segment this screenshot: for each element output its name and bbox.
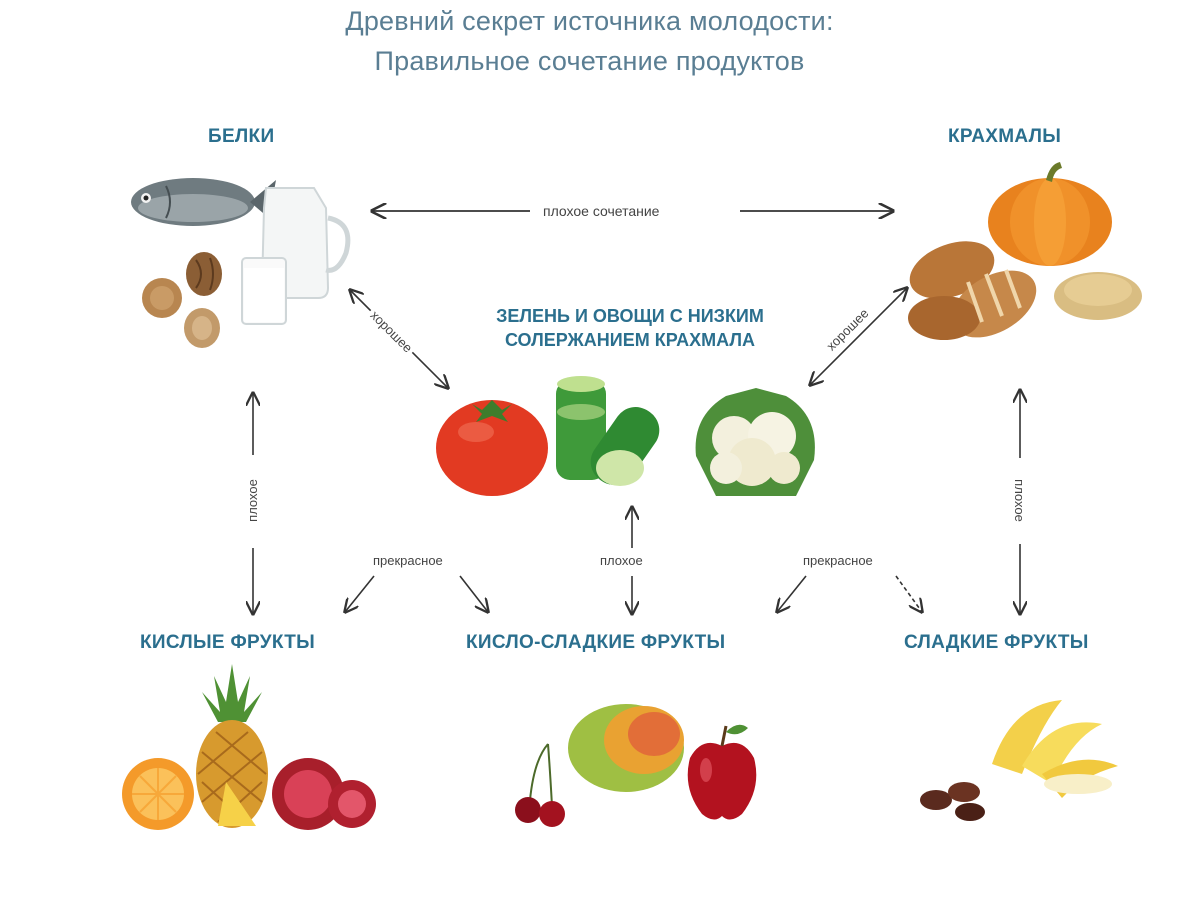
category-sweet-fruits: СЛАДКИЕ ФРУКТЫ xyxy=(904,632,1089,653)
cherries-icon xyxy=(515,743,565,827)
category-starches: КРАХМАЛЫ xyxy=(948,126,1062,147)
category-greens-line-2: СОЛЕРЖАНИЕМ КРАХМАЛА xyxy=(505,330,755,350)
category-sour-fruits: КИСЛЫЕ ФРУКТЫ xyxy=(140,632,316,653)
label-proteins-sour: плохое xyxy=(244,476,260,525)
milk-jug-icon xyxy=(241,187,351,325)
arrow-starches-greens xyxy=(810,288,907,385)
title-line-2: Правильное сочетание продуктов xyxy=(374,46,805,76)
bread-icon xyxy=(908,241,1037,340)
nuts-icon xyxy=(142,252,222,348)
banana-icon xyxy=(992,700,1118,798)
fish-icon xyxy=(131,178,276,226)
tomato-icon xyxy=(436,400,548,496)
pineapple-icon xyxy=(196,664,268,828)
label-excellent-right: прекрасное xyxy=(800,553,876,568)
category-greens-line-1: ЗЕЛЕНЬ И ОВОЩИ С НИЗКИМ xyxy=(496,306,764,326)
apple-icon xyxy=(687,724,757,820)
dates-icon xyxy=(920,782,985,821)
arrow-excellent-left-b xyxy=(459,575,488,612)
pomegranate-icon xyxy=(272,758,376,830)
label-greens-soursweet: плохое xyxy=(597,553,646,568)
label-excellent-left: прекрасное xyxy=(370,553,446,568)
category-sour-sweet-fruits: КИСЛО-СЛАДКИЕ ФРУКТЫ xyxy=(466,632,726,653)
label-starches-sweet: плохое xyxy=(1011,476,1027,525)
category-greens: ЗЕЛЕНЬ И ОВОЩИ С НИЗКИМ СОЛЕРЖАНИЕМ КРАХ… xyxy=(440,304,820,352)
arrow-excellent-right-b xyxy=(895,575,922,612)
cucumber-icon xyxy=(556,376,660,486)
title-line-1: Древний секрет источника молодости: xyxy=(345,6,834,36)
category-proteins: БЕЛКИ xyxy=(208,126,275,147)
arrow-excellent-left-a xyxy=(345,575,375,612)
pumpkin-icon xyxy=(988,162,1112,266)
label-proteins-starches: плохое сочетание xyxy=(540,203,663,219)
cauliflower-icon xyxy=(695,388,815,496)
mango-icon xyxy=(568,704,684,792)
arrow-excellent-right-a xyxy=(777,575,807,612)
orange-icon xyxy=(122,758,194,830)
grain-icon xyxy=(1054,272,1142,320)
